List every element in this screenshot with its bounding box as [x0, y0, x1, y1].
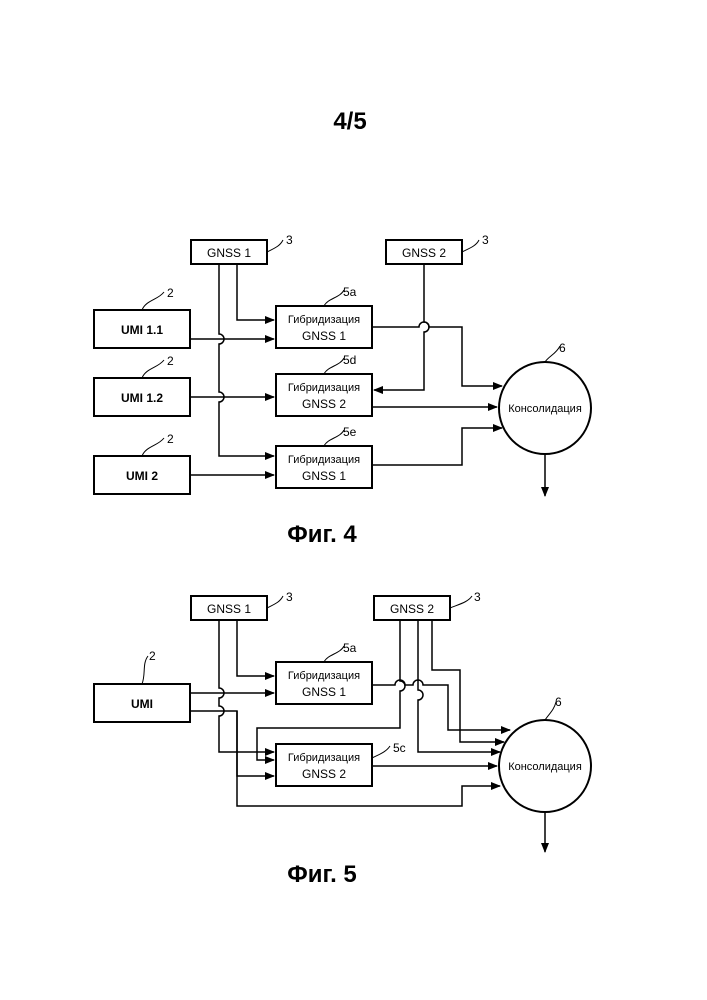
page-number: 4/5: [333, 108, 366, 135]
fig5-umi-ref: 2: [149, 649, 156, 663]
fig4-umi12-label: UMI 1.2: [121, 391, 163, 405]
fig5-caption: Фиг. 5: [287, 861, 357, 888]
fig4-umi2-label: UMI 2: [126, 469, 158, 483]
figure-5: GNSS 1 3 GNSS 2 3 UMI 2 Гибридизация GNS…: [94, 590, 591, 888]
fig5-hyb-c-line2: GNSS 2: [302, 767, 346, 781]
fig4-hyb-d-line1: Гибридизация: [288, 382, 360, 394]
fig5-gnss1-label: GNSS 1: [207, 602, 251, 616]
fig5-connections: [190, 620, 545, 852]
fig4-gnss2-label: GNSS 2: [402, 246, 446, 260]
fig4-caption: Фиг. 4: [287, 521, 357, 548]
fig5-gnss2-ref: 3: [474, 590, 481, 604]
fig4-gnss1-ref: 3: [286, 233, 293, 247]
fig4-gnss1-label: GNSS 1: [207, 246, 251, 260]
fig5-hyb-c-line1: Гибридизация: [288, 752, 360, 764]
figure-4: GNSS 1 3 GNSS 2 3 UMI 1.1 2 UMI 1.2 2 UM…: [94, 233, 591, 548]
fig4-hyb-d-ref: 5d: [343, 353, 356, 367]
fig5-consolidation-label: Консолидация: [508, 761, 582, 773]
fig4-consolidation-ref: 6: [559, 341, 566, 355]
fig4-umi12-ref: 2: [167, 354, 174, 368]
fig4-umi2-ref: 2: [167, 432, 174, 446]
fig4-hyb-d-line2: GNSS 2: [302, 397, 346, 411]
fig5-hyb-c-ref: 5c: [393, 741, 406, 755]
fig5-hyb-a-ref: 5a: [343, 641, 357, 655]
fig4-hyb-a-line1: Гибридизация: [288, 314, 360, 326]
fig5-gnss2-label: GNSS 2: [390, 602, 434, 616]
fig5-consolidation-ref: 6: [555, 695, 562, 709]
fig4-umi11-ref: 2: [167, 286, 174, 300]
fig4-hyb-e-ref: 5e: [343, 425, 357, 439]
fig4-umi11-label: UMI 1.1: [121, 323, 163, 337]
fig5-gnss1-ref: 3: [286, 590, 293, 604]
fig4-hyb-a-line2: GNSS 1: [302, 329, 346, 343]
fig4-hyb-a-ref: 5a: [343, 285, 357, 299]
fig4-hyb-e-line1: Гибридизация: [288, 454, 360, 466]
fig4-hyb-e-line2: GNSS 1: [302, 469, 346, 483]
fig5-umi-label: UMI: [131, 697, 153, 711]
fig5-hyb-a-line2: GNSS 1: [302, 685, 346, 699]
fig4-consolidation-label: Консолидация: [508, 403, 582, 415]
fig4-gnss2-ref: 3: [482, 233, 489, 247]
fig5-hyb-a-line1: Гибридизация: [288, 670, 360, 682]
